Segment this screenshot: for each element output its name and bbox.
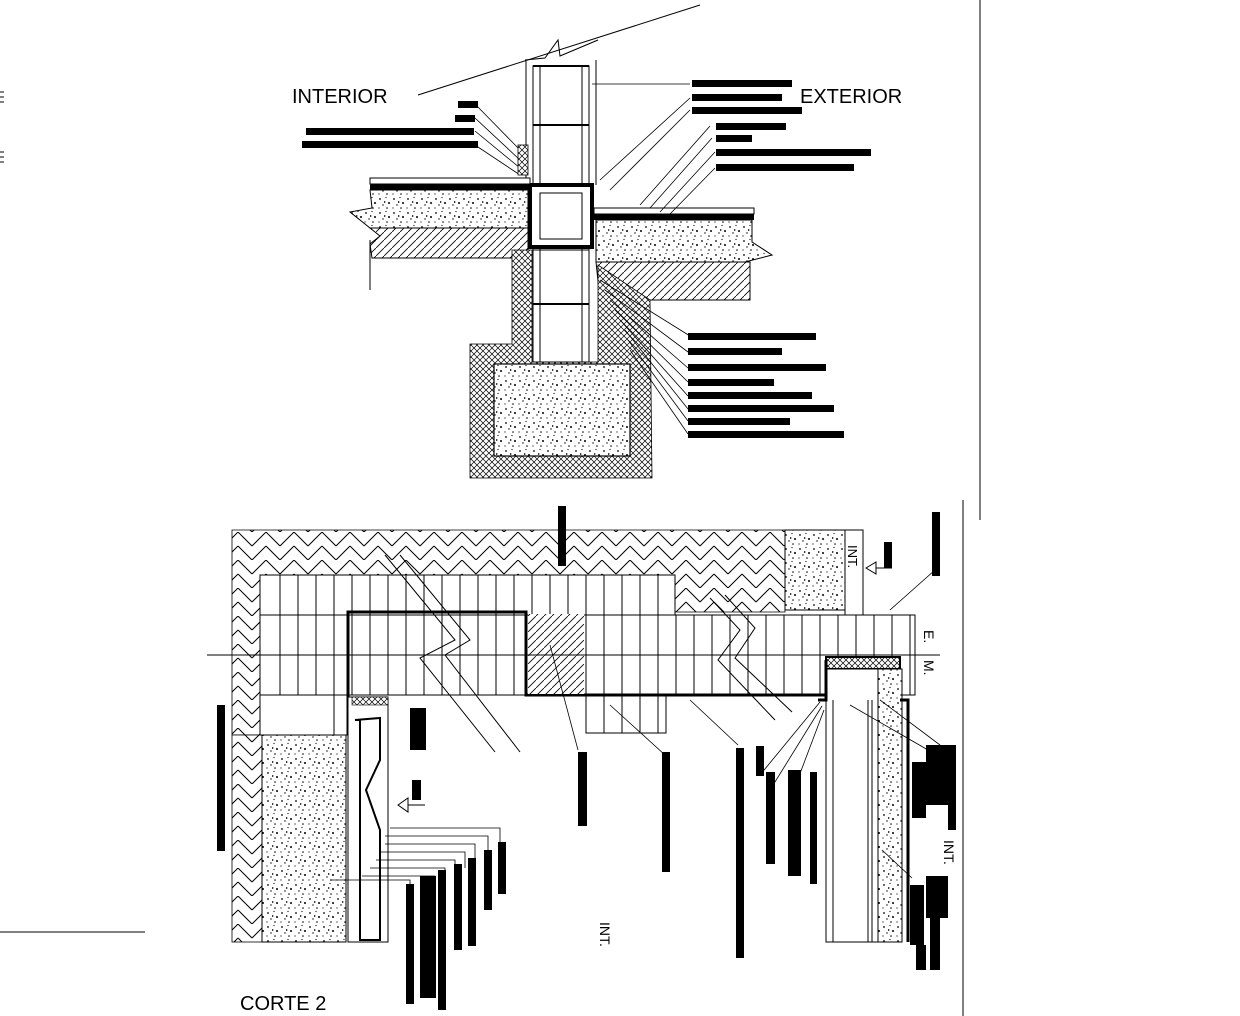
redacted-notes-upper-left xyxy=(302,101,478,148)
label-int-center: INT. xyxy=(597,922,613,947)
right-concrete-column xyxy=(784,529,846,611)
label-em-m: M. xyxy=(921,660,937,676)
interior-slab xyxy=(348,177,531,290)
redacted-notes-upper-right xyxy=(688,80,871,438)
label-int-right: INT. xyxy=(941,840,957,865)
label-exterior: EXTERIOR xyxy=(800,86,902,108)
redacted-notes-lower xyxy=(217,506,956,1010)
section-title: CORTE 2 xyxy=(240,993,326,1015)
left-concrete-column xyxy=(261,734,347,943)
sheet-frame xyxy=(0,0,981,1016)
footing xyxy=(493,363,631,457)
label-int-top: INT. xyxy=(845,545,860,568)
upper-wall-detail: INTERIOR EXTERIOR xyxy=(292,4,902,479)
lower-section-detail: E. M. INT. INT. INT. CORTE 2 xyxy=(207,506,957,1015)
label-interior: INTERIOR xyxy=(292,86,388,108)
label-em-e: E. xyxy=(921,630,937,643)
brick-masonry xyxy=(259,574,916,736)
